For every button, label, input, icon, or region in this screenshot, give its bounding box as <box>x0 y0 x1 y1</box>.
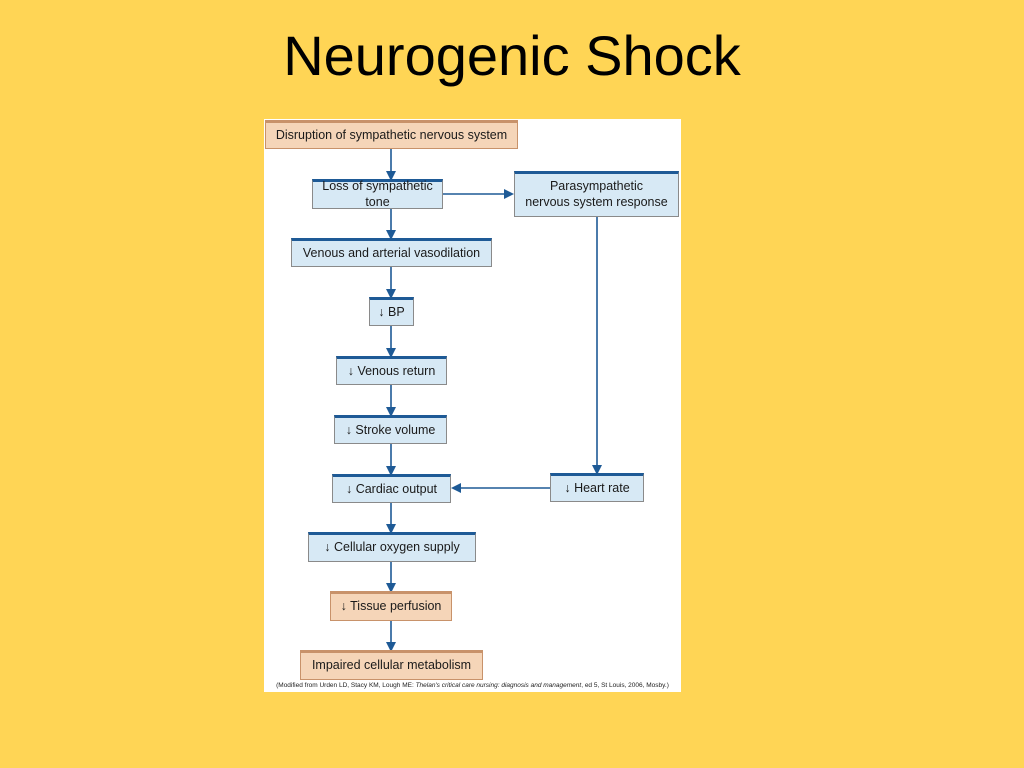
box-cardiac-output-label: ↓ Cardiac output <box>345 481 438 496</box>
box-stroke-volume: ↓ Stroke volume <box>334 415 447 444</box>
box-vasodilation-label: Venous and arterial vasodilation <box>302 245 481 260</box>
box-cardiac-output: ↓ Cardiac output <box>332 474 451 503</box>
box-loss-tone-label: Loss of sympathetic tone <box>322 179 433 209</box>
box-disruption-label: Disruption of sympathetic nervous system <box>275 127 508 142</box>
citation-suffix: , ed 5, St Louis, 2006, Mosby.) <box>581 682 669 689</box>
box-bp-label: ↓ BP <box>378 304 405 319</box>
slide-title: Neurogenic Shock <box>283 24 741 87</box>
citation-prefix: (Modified from Urden LD, Stacy KM, Lough… <box>276 682 416 689</box>
box-venous-return: ↓ Venous return <box>336 356 447 385</box>
box-oxygen-supply-label: ↓ Cellular oxygen supply <box>324 540 460 555</box>
box-vasodilation: Venous and arterial vasodilation <box>291 238 492 267</box>
citation-title: Thelan's critical care nursing: diagnosi… <box>415 682 582 689</box>
citation-caption: (Modified from Urden LD, Stacy KM, Lough… <box>264 682 681 689</box>
box-loss-tone: Loss of sympathetic tone <box>312 179 443 209</box>
box-tissue-perfusion: ↓ Tissue perfusion <box>330 591 452 621</box>
box-tissue-perfusion-label: ↓ Tissue perfusion <box>340 599 442 614</box>
box-parasympathetic-line1: Parasympathetic <box>549 179 644 194</box>
box-impaired-metabolism-label: Impaired cellular metabolism <box>311 658 472 673</box>
box-disruption: Disruption of sympathetic nervous system <box>265 120 518 149</box>
box-parasympathetic-line2: nervous system response <box>525 195 668 209</box>
box-venous-return-label: ↓ Venous return <box>347 363 436 378</box>
box-bp: ↓ BP <box>369 297 414 326</box>
box-impaired-metabolism: Impaired cellular metabolism <box>300 650 483 680</box>
box-heart-rate: ↓ Heart rate <box>550 473 644 502</box>
box-stroke-volume-label: ↓ Stroke volume <box>345 422 436 437</box>
flowchart-arrows <box>386 149 602 652</box>
box-parasympathetic: Parasympathetic nervous system response <box>514 171 679 217</box>
box-oxygen-supply: ↓ Cellular oxygen supply <box>308 532 476 562</box>
box-heart-rate-label: ↓ Heart rate <box>564 480 630 495</box>
flowchart-figure: Disruption of sympathetic nervous system… <box>264 119 681 692</box>
